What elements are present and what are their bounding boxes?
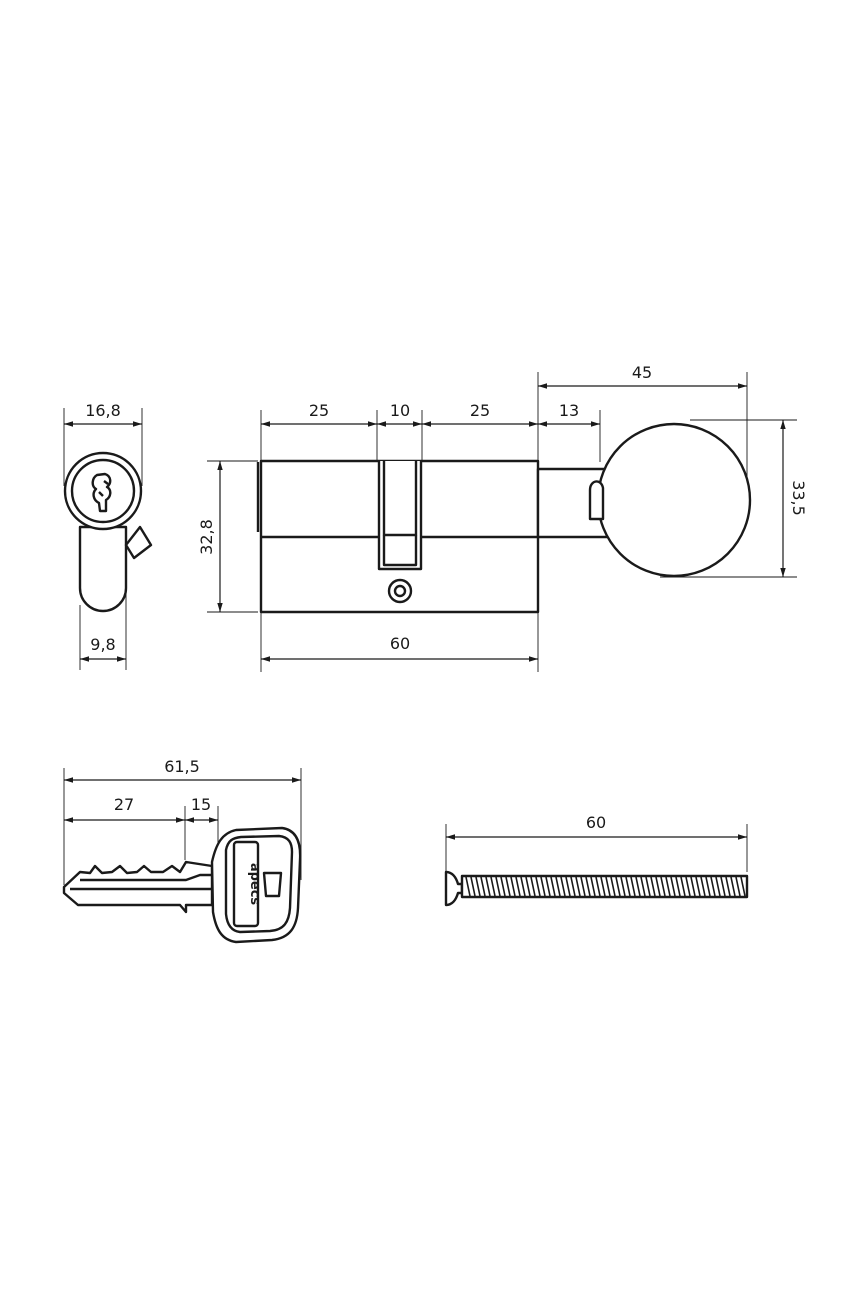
dim-label-right-half: 25 <box>470 401 490 420</box>
thread-line <box>720 876 726 897</box>
dimension-end-cam-width: 9,8 <box>80 635 126 662</box>
thread-line <box>525 876 531 897</box>
thread-line <box>730 876 736 897</box>
thread-line <box>670 876 676 897</box>
thread-line <box>600 876 606 897</box>
thread-line <box>475 876 481 897</box>
thread-line <box>725 876 731 897</box>
dimension-knob-offset: 13 <box>538 401 600 427</box>
thread-line <box>660 876 666 897</box>
thread-line <box>515 876 521 897</box>
dim-label-knob-total: 45 <box>632 363 652 382</box>
thread-line <box>610 876 616 897</box>
dimension-left-half: 25 <box>261 401 377 427</box>
thread-line <box>700 876 706 897</box>
thread-line <box>710 876 716 897</box>
dim-label-end-cam-width: 9,8 <box>90 635 115 654</box>
thread-line <box>535 876 541 897</box>
dim-label-end-width: 16,8 <box>85 401 121 420</box>
thread-line <box>555 876 561 897</box>
thread-line <box>740 876 746 897</box>
thread-line <box>680 876 686 897</box>
thread-line <box>530 876 536 897</box>
thread-line <box>620 876 626 897</box>
thread-line <box>615 876 621 897</box>
thread-line <box>605 876 611 897</box>
dimension-key-shoulder: 15 <box>185 795 218 823</box>
thread-line <box>685 876 691 897</box>
thread-line <box>625 876 631 897</box>
thread-line <box>480 876 486 897</box>
thread-line <box>630 876 636 897</box>
key-logo-text: apecs <box>247 863 262 906</box>
thread-line <box>645 876 651 897</box>
thread-line <box>690 876 696 897</box>
screw-threads <box>465 876 746 897</box>
thread-line <box>500 876 506 897</box>
dimension-cylinder-height: 32,8 <box>197 461 223 612</box>
dimension-key-blade: 27 <box>64 795 185 823</box>
thread-line <box>545 876 551 897</box>
thread-line <box>590 876 596 897</box>
dimension-cylinder-length: 60 <box>261 634 538 662</box>
thread-line <box>490 876 496 897</box>
thread-line <box>520 876 526 897</box>
dimension-knob-total: 45 <box>538 363 747 389</box>
cylinder-side-view <box>207 372 797 672</box>
thread-line <box>715 876 721 897</box>
thread-line <box>635 876 641 897</box>
screw-drawing <box>444 824 749 907</box>
dim-label-cam-width: 10 <box>390 401 410 420</box>
thread-line <box>595 876 601 897</box>
thread-line <box>570 876 576 897</box>
key-drawing: apecs <box>62 768 302 944</box>
dim-label-key-blade: 27 <box>114 795 134 814</box>
thread-line <box>470 876 476 897</box>
thread-line <box>675 876 681 897</box>
thread-line <box>560 876 566 897</box>
cylinder-end-view <box>63 408 153 670</box>
thread-line <box>565 876 571 897</box>
dim-label-left-half: 25 <box>309 401 329 420</box>
thread-line <box>465 876 471 897</box>
dimension-end-width: 16,8 <box>64 401 142 427</box>
thread-line <box>640 876 646 897</box>
dim-label-cylinder-height: 32,8 <box>197 519 216 555</box>
dim-label-screw-length: 60 <box>586 813 606 832</box>
dim-label-cylinder-length: 60 <box>390 634 410 653</box>
thread-line <box>580 876 586 897</box>
thread-line <box>575 876 581 897</box>
thread-line <box>665 876 671 897</box>
thread-line <box>655 876 661 897</box>
dim-label-knob-diameter: 33,5 <box>789 480 808 516</box>
thread-line <box>505 876 511 897</box>
dimension-screw-length: 60 <box>446 813 747 840</box>
thread-line <box>485 876 491 897</box>
thread-line <box>510 876 516 897</box>
thread-line <box>695 876 701 897</box>
dimension-cam-width: 10 <box>377 401 422 427</box>
thread-line <box>705 876 711 897</box>
dimension-key-length: 61,5 <box>64 757 301 783</box>
dim-label-key-length: 61,5 <box>164 757 200 776</box>
thread-line <box>495 876 501 897</box>
thread-line <box>585 876 591 897</box>
thread-line <box>650 876 656 897</box>
dim-label-key-shoulder: 15 <box>191 795 211 814</box>
thread-line <box>540 876 546 897</box>
dimension-right-half: 25 <box>422 401 538 427</box>
thread-line <box>735 876 741 897</box>
thread-line <box>550 876 556 897</box>
dimension-knob-diameter: 33,5 <box>780 420 808 577</box>
dim-label-knob-offset: 13 <box>559 401 579 420</box>
